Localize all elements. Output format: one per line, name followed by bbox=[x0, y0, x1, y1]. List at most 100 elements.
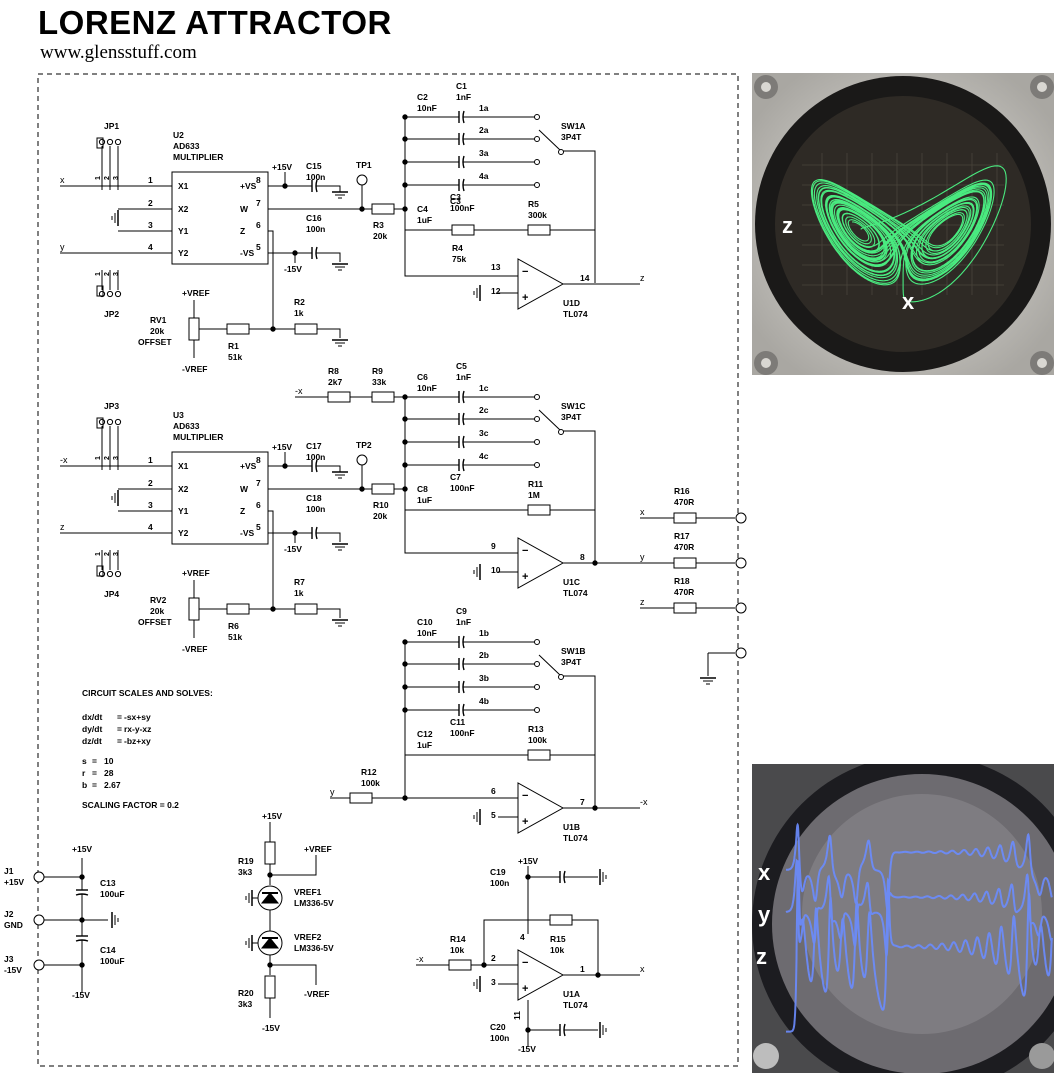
junction-dot bbox=[592, 805, 598, 811]
junction-dot bbox=[525, 874, 531, 880]
pot-label: OFFSET bbox=[138, 617, 172, 627]
res-ref: R8 bbox=[328, 366, 339, 376]
notes-heading: CIRCUIT SCALES AND SOLVES: bbox=[82, 688, 213, 698]
switch-contact bbox=[534, 684, 540, 690]
supply-label: +15V bbox=[262, 811, 282, 821]
ground-symbol bbox=[111, 911, 119, 929]
switch-pos: 1b bbox=[479, 628, 489, 638]
pin-num: 7 bbox=[256, 478, 261, 488]
jumper-shroud bbox=[96, 565, 104, 577]
junction-dot bbox=[292, 250, 298, 256]
cap-value: 100nF bbox=[450, 203, 475, 213]
pin-name: Z bbox=[240, 226, 245, 236]
jumper-pin-num: 3 bbox=[113, 552, 120, 556]
res-ref: R9 bbox=[372, 366, 383, 376]
gnd-jack bbox=[735, 647, 747, 659]
chip-ref: U2 bbox=[173, 130, 184, 140]
switch-pos: 2a bbox=[479, 125, 489, 135]
output-jack bbox=[735, 557, 747, 569]
jumper-pin bbox=[114, 290, 122, 298]
eq-op: = bbox=[117, 712, 122, 722]
res-ref: R14 bbox=[450, 934, 466, 944]
R6 bbox=[226, 603, 250, 615]
waveform-trace bbox=[786, 822, 1053, 912]
res-ref: R11 bbox=[528, 479, 543, 489]
chip-part: AD633 bbox=[173, 421, 200, 431]
switch-contact bbox=[534, 661, 540, 667]
supply-label: +15V bbox=[272, 162, 292, 172]
C20 bbox=[552, 1023, 572, 1037]
R20 bbox=[264, 975, 276, 999]
junction-dot bbox=[282, 183, 288, 189]
res-value: 1k bbox=[294, 588, 304, 598]
junction-dot bbox=[402, 416, 408, 422]
switch-contact bbox=[534, 159, 540, 165]
scope1-axis-z: z bbox=[782, 213, 793, 238]
net-label: x bbox=[60, 175, 65, 185]
switch-contact bbox=[534, 182, 540, 188]
pot-ref: RV1 bbox=[150, 315, 167, 325]
vref-part: LM336-5V bbox=[294, 943, 334, 953]
pin-num: 4 bbox=[148, 242, 153, 252]
pin-num: 12 bbox=[491, 286, 501, 296]
res-value: 470R bbox=[674, 497, 694, 507]
switch-type: 3P4T bbox=[561, 412, 582, 422]
R17 bbox=[673, 557, 697, 569]
pin-num: 6 bbox=[256, 500, 261, 510]
pin-name: W bbox=[240, 484, 249, 494]
pin-num: 1 bbox=[148, 175, 153, 185]
switch-common bbox=[558, 429, 564, 435]
pin-name: W bbox=[240, 204, 249, 214]
res-ref: R15 bbox=[550, 934, 566, 944]
switch-type: 3P4T bbox=[561, 657, 582, 667]
cap-value: 1uF bbox=[417, 740, 432, 750]
chip-part: AD633 bbox=[173, 141, 200, 151]
cap-value: 100n bbox=[306, 172, 325, 182]
vref-part: LM336-5V bbox=[294, 898, 334, 908]
zener-symbol bbox=[260, 892, 280, 904]
res-value: 51k bbox=[228, 352, 242, 362]
wire bbox=[404, 510, 518, 554]
jumper-pin-num: 3 bbox=[113, 176, 120, 180]
pin-num: 2 bbox=[148, 478, 153, 488]
scope1-axis-x: x bbox=[902, 289, 915, 314]
cap-value: 10nF bbox=[417, 383, 437, 393]
R1 bbox=[226, 323, 250, 335]
opamp-part: TL074 bbox=[563, 309, 588, 319]
switch-contact bbox=[534, 136, 540, 142]
page-title: LORENZ ATTRACTOR bbox=[38, 4, 392, 41]
junction-dot bbox=[402, 486, 408, 492]
cap-value: 100uF bbox=[100, 889, 125, 899]
C16 bbox=[304, 246, 324, 260]
opamp-inv: − bbox=[522, 545, 528, 557]
R2 bbox=[294, 323, 318, 335]
junction-dot bbox=[402, 795, 408, 801]
net-label: y bbox=[640, 552, 645, 562]
res-value: 75k bbox=[452, 254, 466, 264]
waveform-trace bbox=[786, 860, 1053, 1033]
chip-type: MULTIPLIER bbox=[173, 432, 223, 442]
jumper-pin-num: 2 bbox=[104, 456, 111, 460]
junction-dot bbox=[359, 206, 365, 212]
ground-symbol bbox=[599, 868, 607, 886]
pin-name: +VS bbox=[240, 461, 257, 471]
pin-name: X2 bbox=[178, 204, 189, 214]
junction-dot bbox=[525, 1027, 531, 1033]
cap-value: 1nF bbox=[456, 617, 471, 627]
switch-pos: 3c bbox=[479, 428, 489, 438]
pin-num: 7 bbox=[580, 797, 585, 807]
param-value: 2.67 bbox=[104, 780, 121, 790]
R8 bbox=[327, 391, 351, 403]
connector-label: -15V bbox=[4, 965, 22, 975]
junction-dot bbox=[402, 661, 408, 667]
switch-contact bbox=[534, 462, 540, 468]
cap-ref: C3 bbox=[450, 196, 461, 206]
jumper-pin bbox=[114, 570, 122, 578]
junction-dot bbox=[402, 182, 408, 188]
pin-num: 13 bbox=[491, 262, 501, 272]
eq-rhs: rx-y-xz bbox=[124, 724, 151, 734]
res-value: 300k bbox=[528, 210, 547, 220]
cap-ref: C14 bbox=[100, 945, 116, 955]
eq-lhs: dx/dt bbox=[82, 712, 102, 722]
cap-ref: C6 bbox=[417, 372, 428, 382]
